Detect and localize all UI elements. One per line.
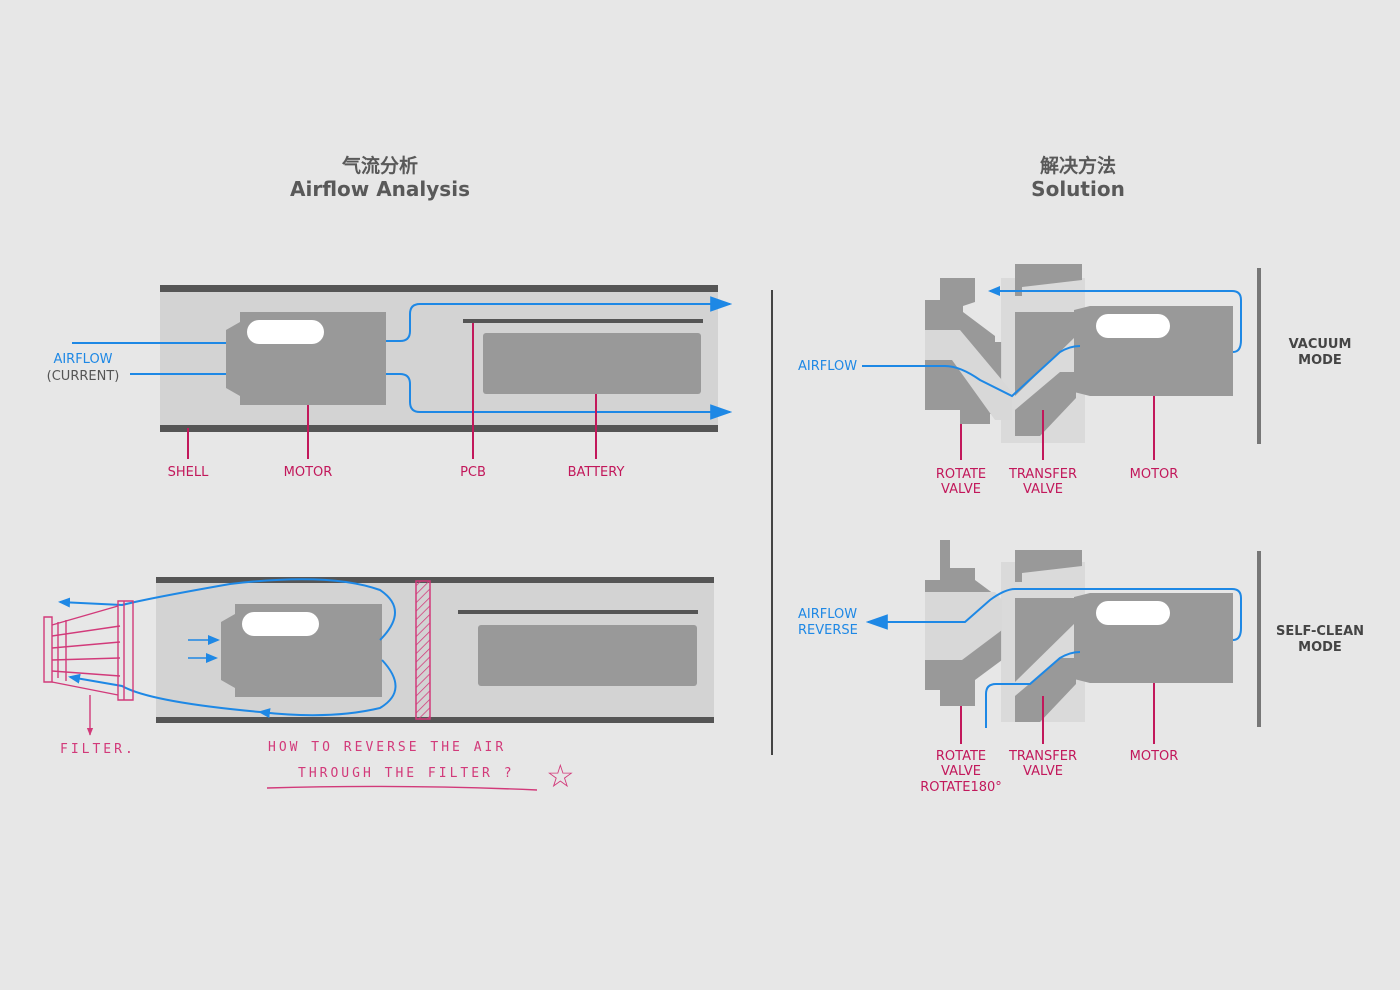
vacuum-airflow-label: AIRFLOW (798, 359, 857, 374)
transfer-valve-top (1015, 264, 1082, 296)
rotate-valve-label-line1: ROTATE (936, 467, 986, 482)
motor-label-bottom: MOTOR (1130, 749, 1179, 764)
motor-window-vacuum (1096, 314, 1170, 338)
shell-label: SHELL (168, 465, 209, 480)
rotate-valve-bottom-label-line3: ROTATE180° (920, 780, 1002, 795)
filter-sketch-label: FILTER. (60, 742, 136, 757)
self-clean-airflow-in-path (985, 651, 1081, 728)
reverse-arrow-top (58, 578, 396, 641)
rotate-valve-channel (925, 330, 1012, 420)
filter-sketch (43, 600, 538, 791)
airflow-out-arrow-bottom (386, 373, 733, 420)
motor-window-sketch (242, 612, 319, 636)
vacuum-mode-label-line2: MODE (1298, 353, 1342, 368)
transfer-valve-wedge-bottom (1015, 372, 1076, 436)
right-title-en: Solution (1031, 177, 1125, 201)
reverse-airflow-label-line1: AIRFLOW (798, 607, 857, 622)
filter-frame-right (117, 600, 134, 701)
shell-bottom-wall (160, 425, 718, 432)
rotate-valve-bottom-label-line2: VALVE (941, 764, 981, 779)
motor-window-self-clean (1096, 601, 1170, 625)
airflow-label: AIRFLOW (53, 352, 112, 367)
self-clean-mode-label-line1: SELF-CLEAN (1276, 624, 1364, 639)
rotate-valve-bottom-label-line1: ROTATE (936, 749, 986, 764)
rotate-valve-channel-rotated (925, 592, 1002, 660)
left-title-cn: 气流分析 (341, 154, 418, 177)
transfer-valve-bottom-label-line1: TRANSFER (1008, 749, 1077, 764)
shell-bottom-wall-sketch (156, 717, 714, 723)
transfer-valve-wedge-top (1015, 312, 1076, 396)
left-title-en: Airflow Analysis (290, 177, 470, 201)
filter-slats (51, 601, 125, 700)
rotate-valve-label-line2: VALVE (941, 482, 981, 497)
airflow-current-label: (CURRENT) (47, 369, 120, 384)
pcb-board (463, 319, 703, 323)
vacuum-mode-label-line1: VACUUM (1289, 337, 1352, 352)
battery-label: BATTERY (568, 465, 625, 480)
right-title-cn: 解决方法 (1040, 154, 1116, 177)
reverse-airflow-sketch (58, 577, 714, 723)
transfer-valve-wedge-bottom-bottom (1015, 658, 1076, 722)
pcb-label: PCB (460, 465, 486, 480)
motor-label: MOTOR (284, 465, 333, 480)
filter-frame-left (43, 616, 53, 683)
pcb-board-sketch (458, 610, 698, 614)
vacuum-airflow-path-out (988, 286, 1242, 353)
shell-top-wall-sketch (156, 577, 714, 583)
star-doodle-icon: ☆ (546, 757, 575, 795)
self-clean-airflow-reverse-path (865, 588, 1242, 641)
self-clean-end-plate (1257, 551, 1261, 727)
self-clean-mode-cross-section (865, 540, 1261, 744)
transfer-valve-label-line2: VALVE (1023, 482, 1063, 497)
shell-top-wall (160, 285, 718, 292)
motor-label-top: MOTOR (1130, 467, 1179, 482)
barrier-hatch (415, 580, 431, 720)
reverse-airflow-label-line2: REVERSE (798, 623, 858, 638)
battery-block (483, 333, 701, 394)
vacuum-mode-cross-section (862, 264, 1261, 460)
return-arrow-bottom (258, 659, 397, 719)
current-airflow-cross-section (72, 285, 733, 459)
vacuum-airflow-path-in (862, 345, 1081, 398)
transfer-valve-top-bottom (1015, 550, 1082, 582)
battery-block-sketch (478, 625, 697, 686)
sketch-question-line2: THROUGH THE FILTER ? (298, 766, 515, 781)
transfer-valve-bottom-label-line2: VALVE (1023, 764, 1063, 779)
vacuum-end-plate (1257, 268, 1261, 444)
transfer-valve-wedge-top-bottom (1015, 598, 1076, 682)
sketch-question-line1: HOW TO REVERSE THE AIR (268, 740, 506, 755)
motor-window (247, 320, 324, 344)
self-clean-mode-label-line2: MODE (1298, 640, 1342, 655)
question-underline (266, 785, 538, 791)
transfer-valve-label-line1: TRANSFER (1008, 467, 1077, 482)
airflow-out-arrow-top (386, 296, 733, 342)
